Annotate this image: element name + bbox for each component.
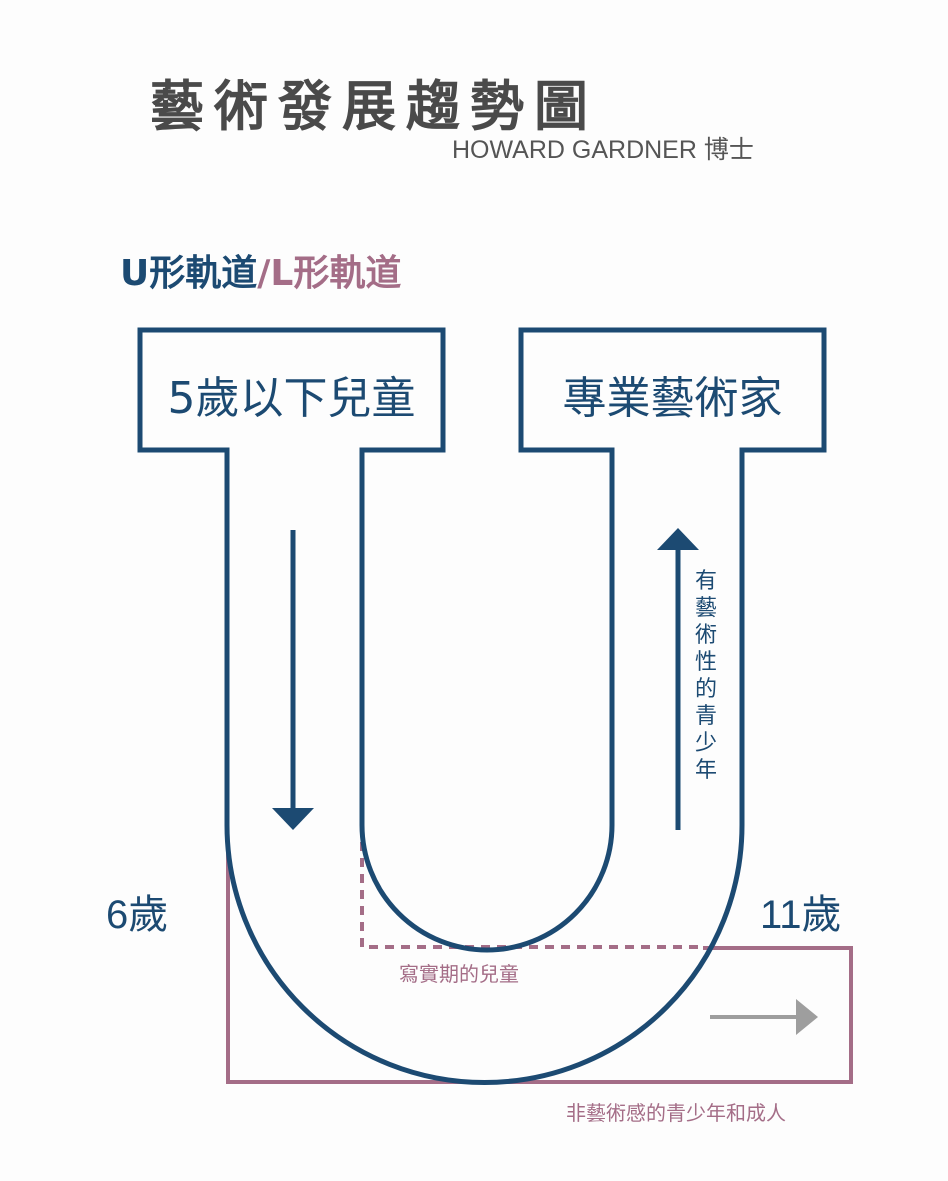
realism-dashed-line <box>360 826 704 949</box>
gray-arrow-head <box>796 999 818 1035</box>
realism-children-label: 寫實期的兒童 <box>399 962 519 986</box>
diagram-subtitle: HOWARD GARDNER 博士 <box>452 136 754 164</box>
box-professional-artists: 專業藝術家 <box>562 373 783 424</box>
u-track-outline <box>137 327 827 1085</box>
diagram-title: 藝術發展趨勢圖 <box>150 75 598 138</box>
up-arrow-head <box>657 528 699 550</box>
artistic-teens-label: 有藝術性的青少年 <box>694 569 717 783</box>
age-6-label: 6歲 <box>106 893 169 937</box>
track-heading: U形軌道/L形軌道 <box>120 244 401 296</box>
age-11-label: 11歲 <box>760 893 842 937</box>
down-arrow-head <box>272 808 314 830</box>
box-under-5-children: 5歲以下兒童 <box>167 373 416 424</box>
heading-separator: / <box>257 253 271 294</box>
u-track-heading: U形軌道 <box>120 253 258 294</box>
l-track-outline <box>226 848 853 1084</box>
non-artistic-label: 非藝術感的青少年和成人 <box>566 1101 786 1125</box>
l-track-heading: L形軌道 <box>270 253 402 294</box>
